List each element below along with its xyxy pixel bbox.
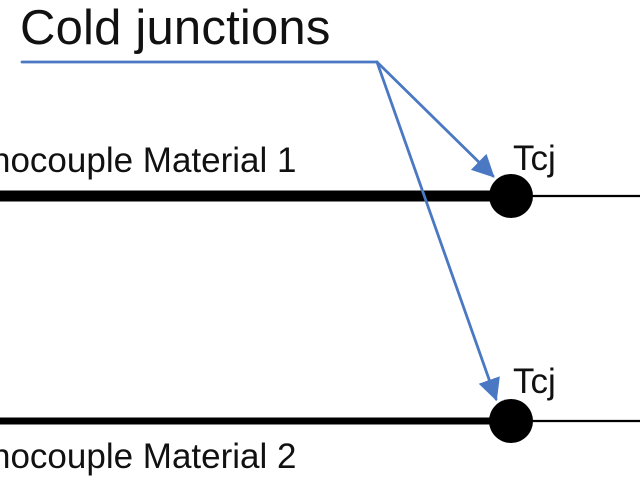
callout-arrow-to-top-junction xyxy=(375,60,495,178)
material-1-label: nocouple Material 1 xyxy=(0,141,297,180)
bottom-junction-label: Tcj xyxy=(513,362,556,401)
cold-junctions-title: Cold junctions xyxy=(20,1,331,55)
top-cold-junction-node xyxy=(489,174,533,218)
callout-arrow-to-bottom-junction xyxy=(375,60,500,402)
material-2-label: nocouple Material 2 xyxy=(0,437,297,476)
bottom-cold-junction-node xyxy=(489,399,533,443)
top-junction-label: Tcj xyxy=(513,139,556,178)
